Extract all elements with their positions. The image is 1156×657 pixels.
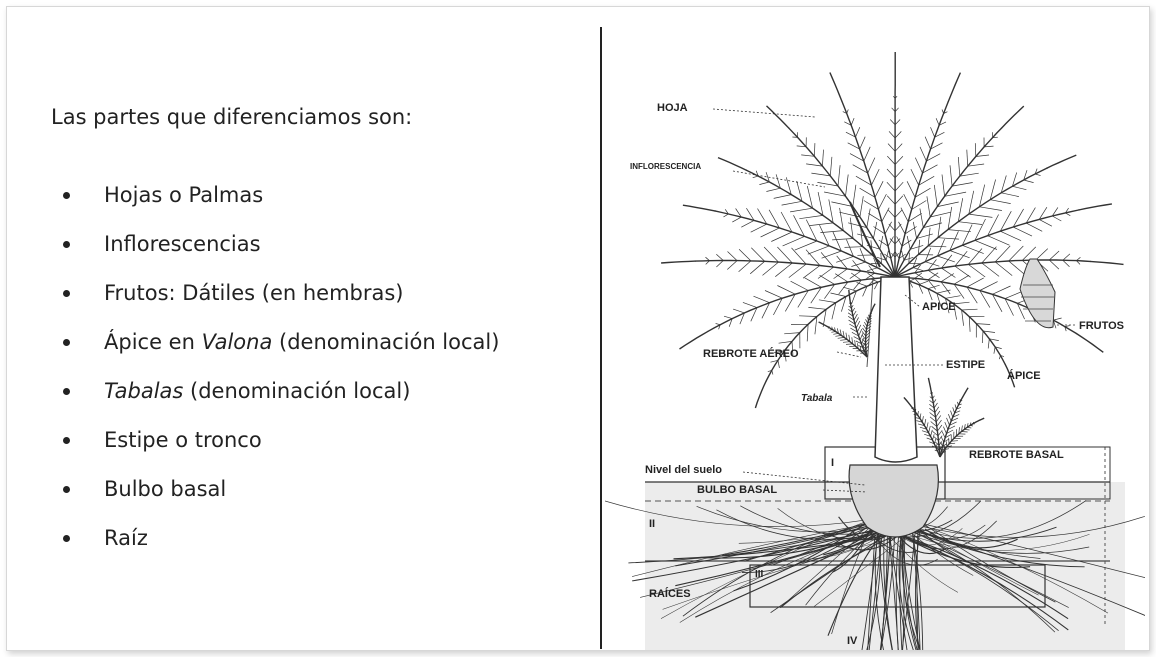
item-text: Estipe o tronco [104,428,262,452]
list-item: Frutos: Dátiles (en hembras) [63,281,499,330]
item-text-suffix: (denominación local) [272,330,500,354]
bullet-icon [63,192,70,199]
item-text: Raíz [104,526,148,550]
label-raices: RAÍCES [649,587,691,600]
list-item: Raíz [63,526,499,575]
label-frutos: FRUTOS [1079,320,1124,332]
label-rebrote-basal: REBROTE BASAL [969,449,1064,461]
divider-line [600,27,602,649]
slide: Las partes que diferenciamos son: Hojas … [6,6,1150,651]
bullet-icon [63,388,70,395]
bulbo-basal-shape [848,464,939,538]
rebrote-basal-shape [903,377,985,458]
leader-lines [712,108,1075,493]
list-item: Ápice en Valona (denominación local) [63,330,499,379]
rebrote-aereo-shape [818,289,876,358]
item-text: Ápice en [104,330,202,354]
label-apice: APICE [922,301,956,313]
bullet-icon [63,339,70,346]
label-tabala: Tabala [801,393,833,404]
item-text: Hojas o Palmas [104,183,264,207]
list-item: Estipe o tronco [63,428,499,477]
list-item: Tabalas (denominación local) [63,379,499,428]
item-text: Inflorescencias [104,232,261,256]
fronds-group [661,52,1124,409]
item-text: Frutos: Dátiles (en hembras) [104,281,404,305]
label-zone-iii: III [755,569,764,580]
label-zone-iv: IV [847,635,858,647]
bullet-icon [63,241,70,248]
label-bulbo-basal: BULBO BASAL [697,484,777,496]
bullet-icon [63,437,70,444]
rebrote-basal-box [944,446,1111,500]
label-zone-i: I [831,457,834,469]
label-zone-ii: II [649,518,655,530]
label-inflorescencia: INFLORESCENCIA [630,162,701,171]
list-heading: Las partes que diferenciamos son: [51,105,413,129]
label-hoja: HOJA [657,102,688,114]
bullet-icon [63,535,70,542]
frutos-cluster [1019,258,1056,329]
item-text: Bulbo basal [104,477,227,501]
label-rebrote-aereo: REBROTE AÉREO [703,347,799,360]
palm-diagram: HOJA INFLORESCENCIA APICE FRUTOS REBROTE… [605,27,1145,650]
estipe-trunk [874,276,918,463]
item-local-term: Valona [201,330,273,354]
bullet-icon [63,486,70,493]
item-text-suffix: (denominación local) [183,379,411,403]
list-item: Hojas o Palmas [63,183,499,232]
zone-iii-box [749,564,1046,608]
label-estipe: ESTIPE [946,359,985,371]
list-item: Inflorescencias [63,232,499,281]
parts-list: Hojas o Palmas Inflorescencias Frutos: D… [63,183,499,575]
list-item: Bulbo basal [63,477,499,526]
bullet-icon [63,290,70,297]
palm-diagram-svg: HOJA INFLORESCENCIA APICE FRUTOS REBROTE… [605,52,1145,650]
item-local-term: Tabalas [104,379,184,403]
label-nivel-suelo: Nivel del suelo [645,464,722,476]
label-apice-accent: ÁPICE [1007,369,1041,382]
